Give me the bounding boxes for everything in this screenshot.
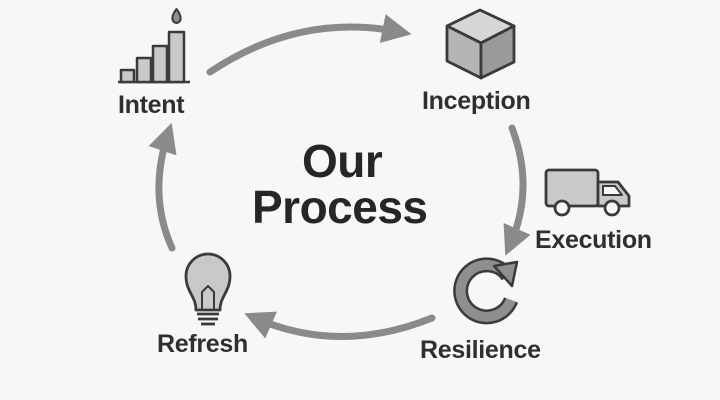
step-label-refresh: Refresh	[157, 330, 248, 358]
arrow-resilience-to-refresh	[244, 311, 436, 340]
step-label-inception: Inception	[422, 87, 531, 115]
step-label-intent: Intent	[118, 91, 185, 119]
truck-icon	[544, 168, 631, 217]
diagram-title-line2: Process	[252, 181, 428, 233]
arrow-refresh-to-intent	[148, 122, 177, 252]
bar-chart-flame-icon	[118, 8, 190, 84]
lightbulb-icon	[184, 252, 232, 326]
cube-icon	[445, 8, 516, 80]
arrow-inception-to-execution	[503, 124, 531, 256]
diagram-title-line1: Our	[302, 135, 383, 187]
arrow-intent-to-inception	[206, 14, 412, 76]
step-label-resilience: Resilience	[420, 336, 541, 364]
refresh-cycle-icon	[453, 257, 519, 325]
step-label-execution: Execution	[535, 226, 652, 254]
